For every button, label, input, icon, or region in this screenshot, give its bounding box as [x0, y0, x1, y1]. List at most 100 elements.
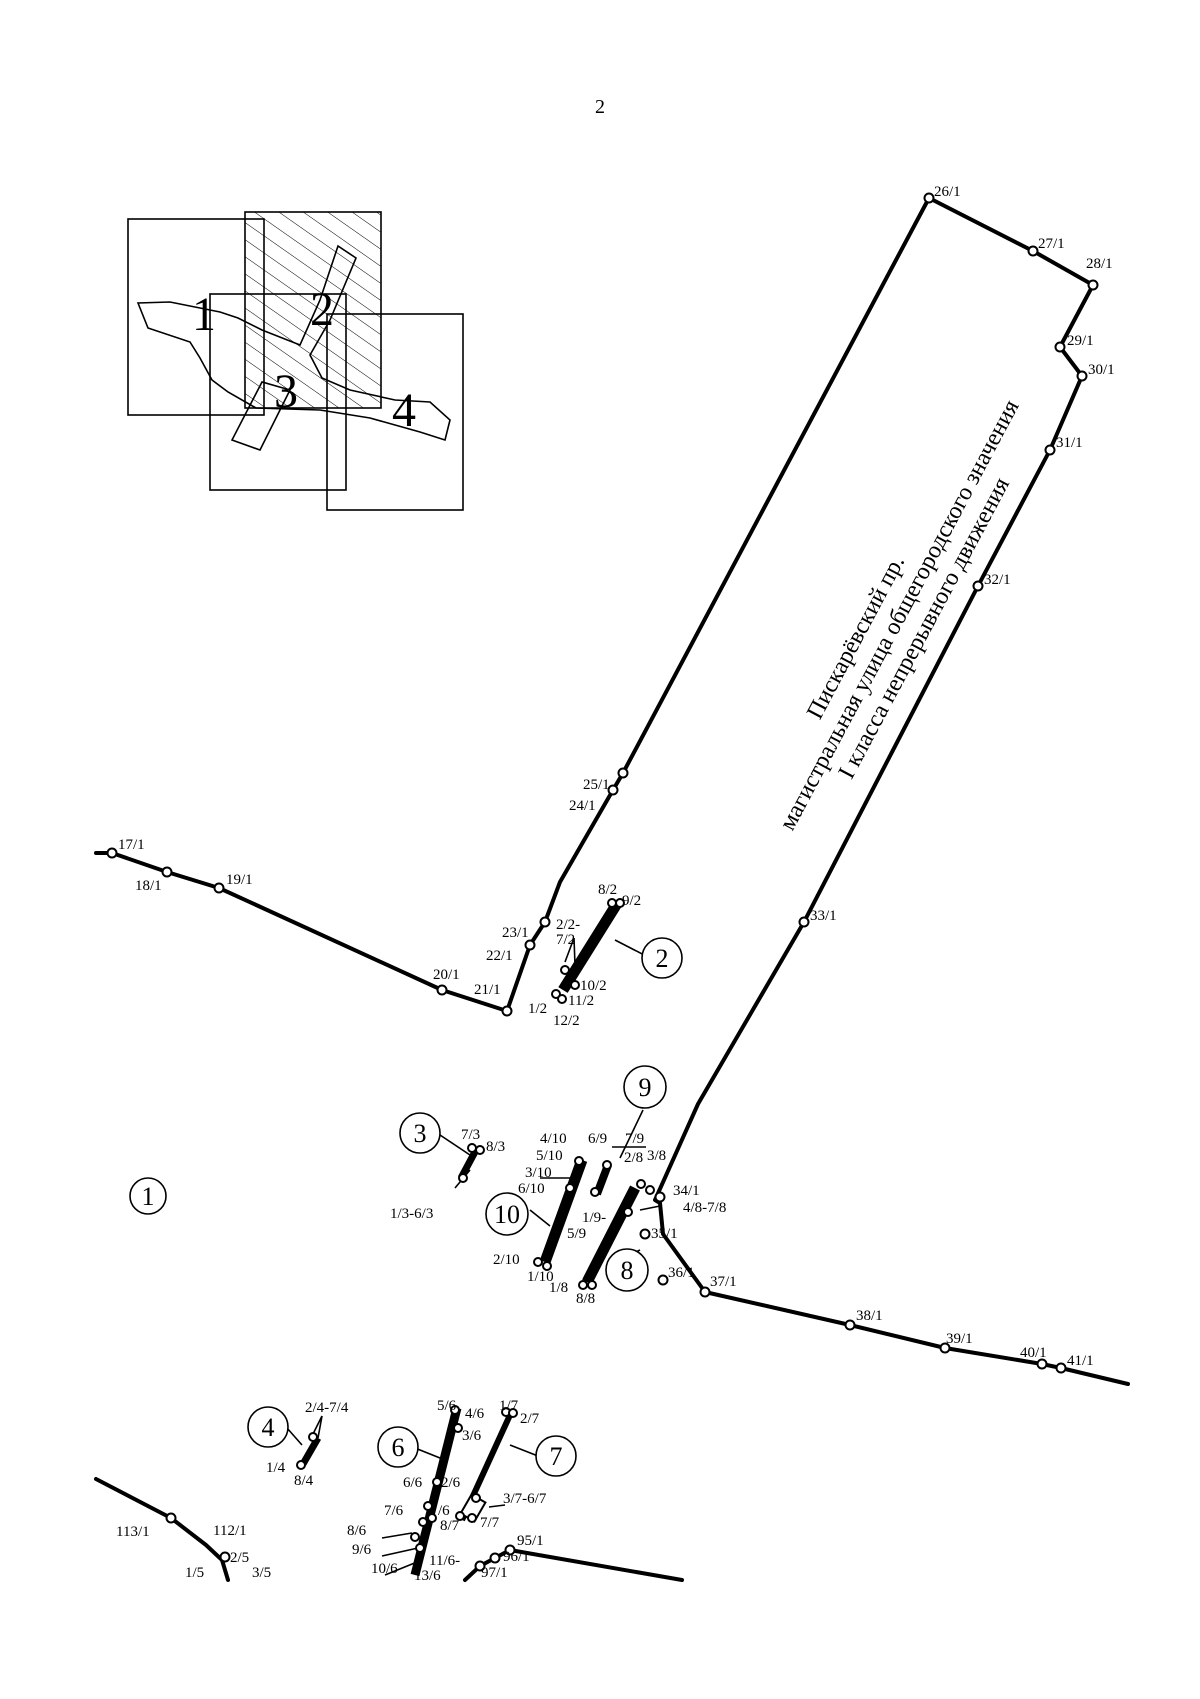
label-2-7: 2/7 — [520, 1411, 540, 1427]
district-7-marker: 7 — [535, 1435, 577, 1477]
label-2-10: 2/10 — [493, 1252, 520, 1268]
label-13-6: 13/6 — [414, 1568, 441, 1584]
label-3-6: 3/6 — [462, 1428, 482, 1444]
label-33-1: 33/1 — [810, 908, 837, 924]
inset-label-1: 1 — [192, 288, 216, 341]
svg-text:2: 2 — [656, 944, 669, 973]
label-20-1: 20/1 — [433, 967, 460, 983]
label-8-6: 8/6 — [347, 1523, 367, 1539]
label-35-1: 35/1 — [651, 1226, 678, 1242]
inset-label-2: 2 — [310, 283, 334, 336]
label-3-5: 3/5 — [252, 1565, 271, 1581]
inset-sheet-3-frame — [209, 293, 347, 491]
svg-text:4: 4 — [262, 1413, 275, 1442]
inset-label-3: 3 — [274, 365, 298, 418]
label-8-8: 8/8 — [576, 1291, 595, 1307]
label-96-1: 96/1 — [503, 1549, 530, 1565]
inset-territory-outline — [136, 244, 451, 442]
inset-sheet-1-frame — [127, 218, 265, 416]
label-36-1: 36/1 — [668, 1265, 695, 1281]
label-34-1: 34/1 — [673, 1183, 700, 1199]
label-7-2: 7/2 — [556, 932, 575, 948]
label-31-1: 31/1 — [1056, 435, 1083, 451]
district-9-marker: 9 — [623, 1065, 667, 1109]
label-26-1: 26/1 — [934, 184, 961, 200]
label-95-1: 95/1 — [517, 1533, 544, 1549]
label-5-9: 5/9 — [567, 1226, 586, 1242]
inset-sheet-4-frame — [326, 313, 464, 511]
label-1-2: 1/2 — [528, 1001, 547, 1017]
label-12-2: 12/2 — [553, 1013, 580, 1029]
svg-text:10: 10 — [494, 1200, 520, 1229]
label-2-4: 2/4-7/4 — [305, 1400, 349, 1416]
label-2-6: 2/6 — [441, 1475, 461, 1491]
label-10-2: 10/2 — [580, 978, 607, 994]
district-8-marker: 8 — [605, 1248, 649, 1292]
label-38-1: 38/1 — [856, 1308, 883, 1324]
label-8-2: 8/2 — [598, 882, 617, 898]
label-21-1: 21/1 — [474, 982, 501, 998]
label-18-1: 18/1 — [135, 878, 162, 894]
label-37-1: 37/1 — [710, 1274, 737, 1290]
label-7-7: 7/7 — [480, 1515, 500, 1531]
label-11-2: 11/2 — [568, 993, 594, 1009]
label-8-3: 8/3 — [486, 1139, 505, 1155]
label-6-10: 6/10 — [518, 1181, 545, 1197]
label-25-1: 25/1 — [583, 777, 610, 793]
label-24-1: 24/1 — [569, 798, 596, 814]
object-8-strip — [582, 1185, 640, 1285]
label-2-8: 2/8 — [624, 1150, 643, 1166]
label-5-6: 5/6 — [437, 1398, 457, 1414]
object-10-strip — [539, 1158, 588, 1264]
label-8-4: 8/4 — [294, 1473, 314, 1489]
label-1-8: 1/8 — [549, 1280, 568, 1296]
label-1-6: /6 — [438, 1503, 450, 1519]
label-32-1: 32/1 — [984, 572, 1011, 588]
label-113-1: 113/1 — [116, 1524, 150, 1540]
object-4-strip — [299, 1436, 322, 1466]
point-labels: 17/1 18/1 19/1 20/1 21/1 22/1 23/1 24/1 … — [116, 184, 1115, 1584]
street-class-line-1: магистральная улица общегородского значе… — [775, 396, 1025, 835]
label-10-6: 10/6 — [371, 1561, 398, 1577]
svg-text:1: 1 — [142, 1182, 155, 1211]
label-27-1: 27/1 — [1038, 236, 1065, 252]
label-9-2: 9/2 — [622, 893, 641, 909]
svg-text:9: 9 — [639, 1073, 652, 1102]
boundary-points — [106, 192, 1099, 1572]
label-1-4: 1/4 — [266, 1460, 286, 1476]
district-markers: 1 2 3 9 10 8 4 6 — [129, 937, 683, 1477]
label-1-3: 1/3-6/3 — [390, 1206, 433, 1222]
label-3-8: 3/8 — [647, 1148, 666, 1164]
district-4-marker: 4 — [247, 1406, 289, 1448]
inset-south-strip — [230, 381, 292, 451]
label-6-6: 6/6 — [403, 1475, 423, 1491]
svg-text:8: 8 — [621, 1256, 634, 1285]
label-7-3: 7/3 — [461, 1127, 480, 1143]
label-112-1: 112/1 — [213, 1523, 247, 1539]
label-11-6: 11/6- — [429, 1553, 460, 1569]
object-2-strip — [558, 899, 623, 993]
district-1-marker: 1 — [129, 1177, 167, 1215]
inset-sheet-2-hatched — [244, 211, 382, 409]
label-29-1: 29/1 — [1067, 333, 1094, 349]
label-40-1: 40/1 — [1020, 1345, 1047, 1361]
label-7-6: 7/6 — [384, 1503, 404, 1519]
district-10-marker: 10 — [485, 1192, 529, 1236]
label-19-1: 19/1 — [226, 872, 253, 888]
label-97-1: 97/1 — [481, 1565, 508, 1581]
label-6-9: 6/9 — [588, 1131, 607, 1147]
district-6-marker: 6 — [377, 1426, 419, 1468]
label-28-1: 28/1 — [1086, 256, 1113, 272]
label-2-5: 2/5 — [230, 1550, 249, 1566]
label-1-5: 1/5 — [185, 1565, 204, 1581]
svg-text:7: 7 — [550, 1442, 563, 1471]
label-22-1: 22/1 — [486, 948, 513, 964]
boundary-south-west — [94, 1477, 230, 1582]
label-39-1: 39/1 — [946, 1331, 973, 1347]
label-3-10: 3/10 — [525, 1165, 552, 1181]
label-1-9: 1/9- — [582, 1210, 606, 1226]
label-2-2: 2/2- — [556, 917, 580, 933]
label-30-1: 30/1 — [1088, 362, 1115, 378]
district-2-marker: 2 — [641, 937, 683, 979]
